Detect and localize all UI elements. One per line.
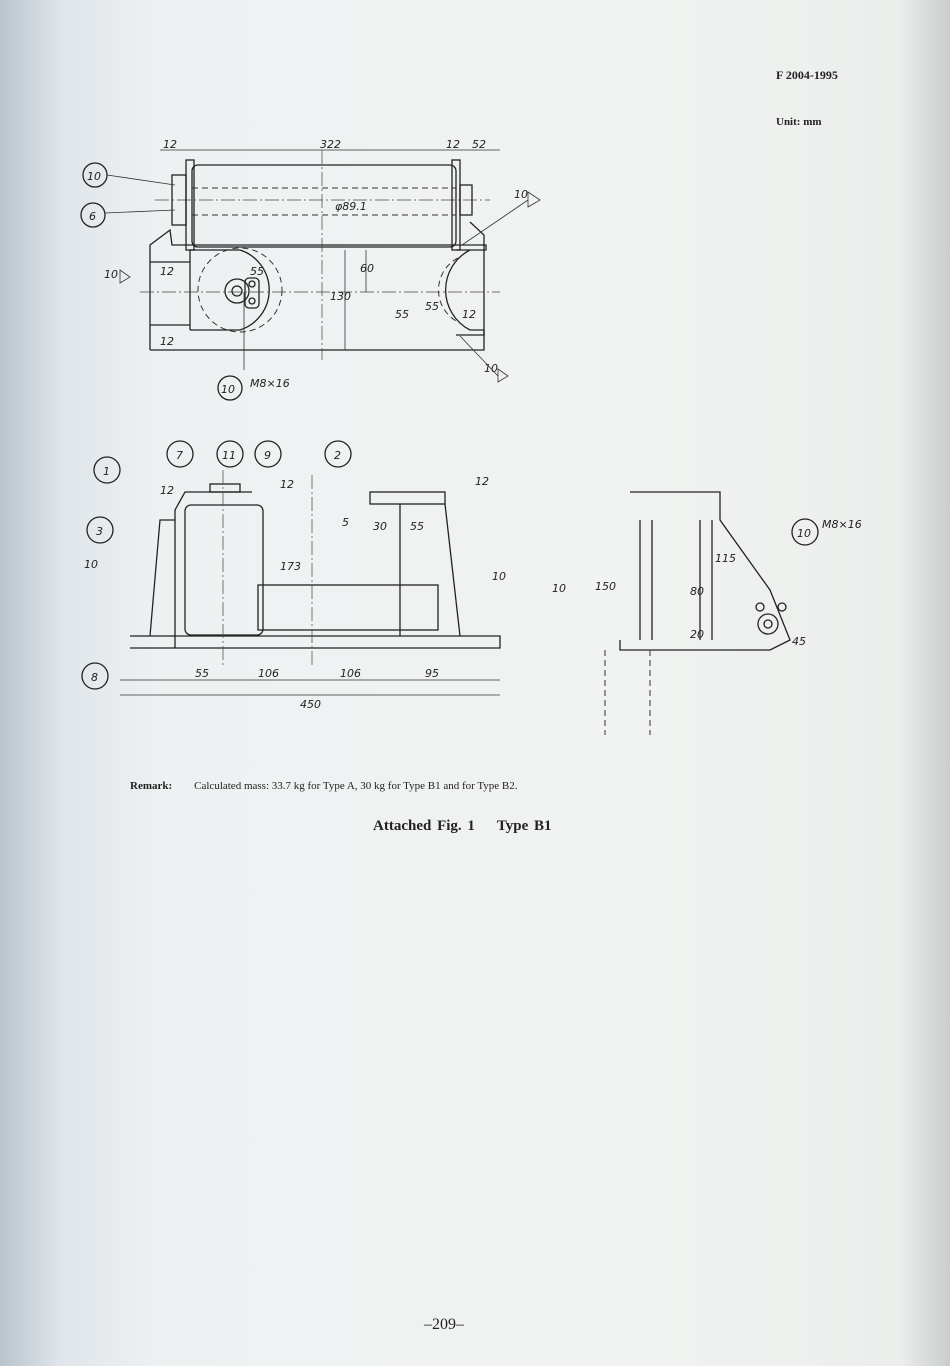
dim-text: 55	[410, 520, 424, 533]
dim-text: 450	[300, 698, 321, 711]
weld-symbol: 5	[342, 516, 349, 529]
remark-label: Remark:	[130, 780, 173, 792]
weld-symbol: 10	[552, 582, 566, 595]
bolt-note: M8×16	[822, 518, 862, 531]
dim-text: 12	[446, 138, 460, 151]
dim-text: 12	[160, 335, 174, 348]
dim-text: 30	[373, 520, 387, 533]
dim-text: φ89.1	[335, 200, 367, 213]
dim-text: 55	[425, 300, 439, 313]
dim-text: 106	[258, 667, 279, 680]
dim-text: 55	[395, 308, 409, 321]
document-code: F 2004-1995	[776, 68, 838, 82]
dim-text: 52	[472, 138, 486, 151]
weld-symbol: 10	[84, 558, 98, 571]
weld-symbol: 10	[492, 570, 506, 583]
balloon: 6	[89, 210, 96, 223]
dim-text: 322	[320, 138, 341, 151]
dim-text: 12	[160, 265, 174, 278]
dim-text: 45	[792, 635, 806, 648]
balloon: 2	[334, 449, 341, 462]
figure-type: Type B1	[496, 818, 552, 834]
balloon: 11	[222, 449, 236, 462]
figure-number: Attached Fig. 1	[373, 818, 475, 834]
weld-symbol: 10	[104, 268, 118, 281]
bolt-note: M8×16	[250, 377, 290, 390]
dim-text: 130	[330, 290, 351, 303]
dim-text: 12	[163, 138, 177, 151]
dim-text: 150	[595, 580, 616, 593]
side-view: 115 150 80 20 45 10 M8×16 10	[552, 491, 862, 735]
dim-text: 12	[475, 475, 489, 488]
balloon: 3	[96, 525, 103, 538]
weld-symbol: 10	[514, 188, 528, 201]
dim-text: 80	[690, 585, 704, 598]
balloon: 9	[264, 449, 271, 462]
dim-text: 12	[462, 308, 476, 321]
dim-text: 106	[340, 667, 361, 680]
balloon: 10	[87, 170, 101, 183]
balloon: 1	[103, 465, 110, 478]
dim-text: 12	[280, 478, 294, 491]
front-view: 12 12 173 30 55 12 55 106 106 95 450 1 3…	[81, 440, 506, 711]
dim-text: 55	[250, 265, 264, 278]
balloon: 8	[91, 671, 98, 684]
figure-caption: Attached Fig. 1 Type B1	[373, 818, 552, 835]
remark-text: Calculated mass: 33.7 kg for Type A, 30 …	[194, 780, 518, 792]
page-number: –209–	[424, 1316, 464, 1333]
dim-text: 60	[360, 262, 374, 275]
balloon: 10	[797, 527, 811, 540]
dim-text: 115	[715, 552, 736, 565]
dim-text: 12	[160, 484, 174, 497]
dim-text: 55	[195, 667, 209, 680]
unit-label: Unit: mm	[776, 116, 822, 128]
balloon: 7	[176, 449, 183, 462]
dim-text: 173	[280, 560, 301, 573]
dim-text: 20	[690, 628, 704, 641]
remark: Remark: Calculated mass: 33.7 kg for Type…	[130, 780, 518, 792]
dim-text: 95	[425, 667, 439, 680]
plan-view: 12 322 12 52 130 60 55 55 55 12 12 12 φ8…	[80, 138, 541, 401]
balloon: 10	[221, 383, 235, 396]
